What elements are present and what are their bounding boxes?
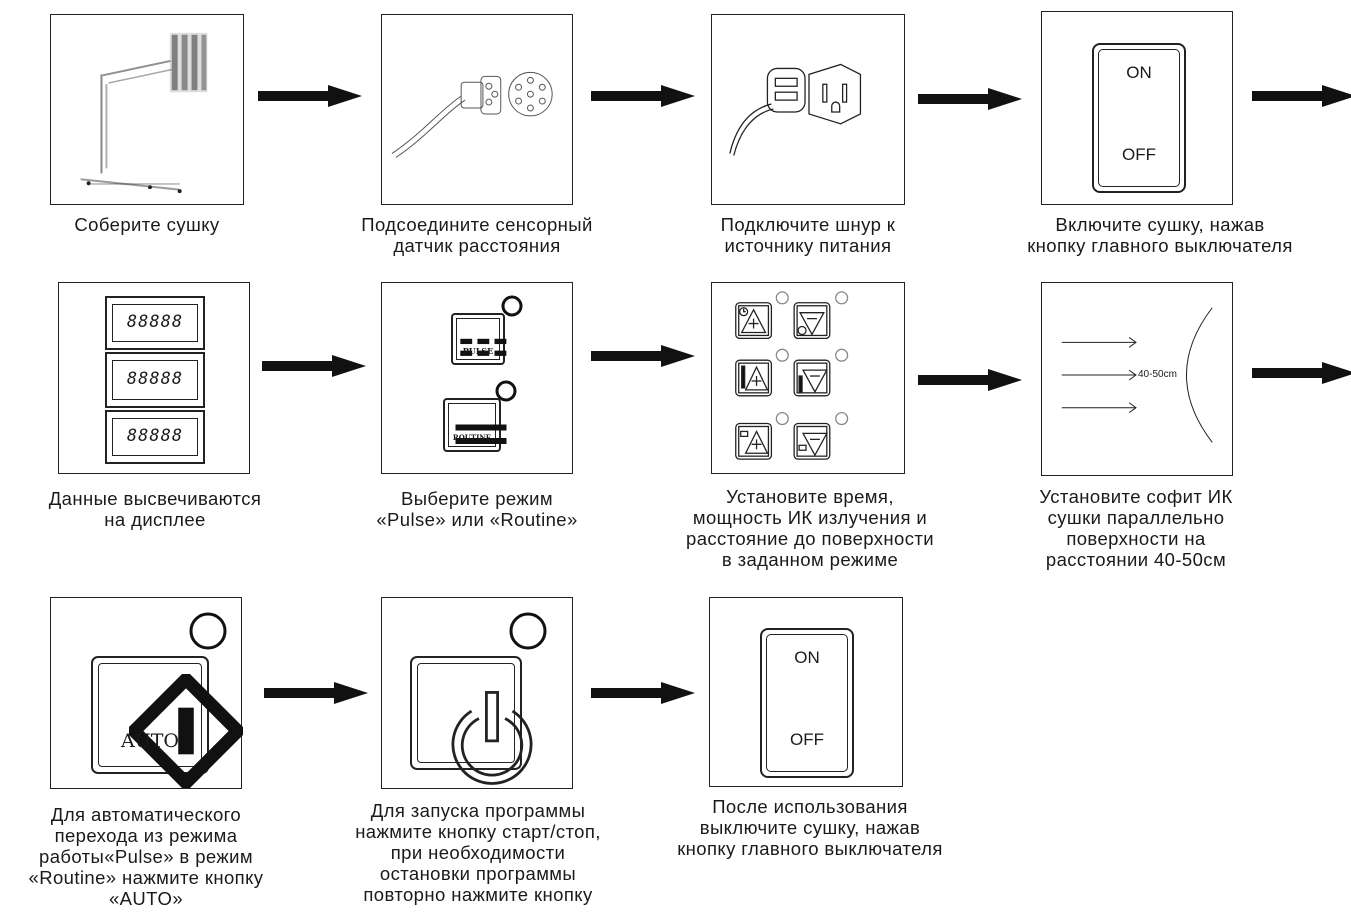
display-3-value: 88888 xyxy=(126,426,184,446)
step-2-caption: Подсоедините сенсорный датчик расстояния xyxy=(361,214,593,256)
step-11-caption: После использования выключите сушку, наж… xyxy=(677,796,943,859)
switch-off-label-2: OFF xyxy=(790,730,824,749)
routine-button-icon: ROUTINE xyxy=(443,398,507,452)
step-3-plug-image xyxy=(711,14,905,205)
step-7-caption: Установите время, мощность ИК излучения … xyxy=(686,486,934,570)
display-panel-icon: 88888 88888 88888 xyxy=(105,296,205,464)
step-10-start-image xyxy=(381,597,573,789)
step-11-switch-image: ON OFF xyxy=(709,597,903,787)
step-4-caption: Включите сушку, нажав кнопку главного вы… xyxy=(1027,214,1293,256)
auto-indicator-icon xyxy=(189,612,227,650)
step-6-mode-image: PULSE ROUTINE xyxy=(381,282,573,474)
step-3-caption: Подключите шнур к источнику питания xyxy=(720,214,896,256)
start-indicator-icon xyxy=(509,612,547,650)
arrow-5 xyxy=(262,355,366,377)
step-9-caption: Для автоматического перехода из режима р… xyxy=(28,804,264,909)
arrow-6 xyxy=(591,345,695,367)
pulse-indicator-icon xyxy=(501,295,523,317)
step-2-sensor-image xyxy=(381,14,573,205)
power-icon xyxy=(451,691,533,785)
step-1-caption: Соберите сушку xyxy=(74,214,220,235)
pulse-button-icon: PULSE xyxy=(451,313,507,365)
main-switch-icon: ON OFF xyxy=(1092,43,1186,193)
step-5-display-image: 88888 88888 88888 xyxy=(58,282,250,474)
step-10-caption: Для запуска программы нажмите кнопку ста… xyxy=(355,800,601,905)
distance-diagram xyxy=(1061,307,1213,443)
display-2-value: 88888 xyxy=(126,369,184,389)
arrow-2 xyxy=(591,85,695,107)
step-8-caption: Установите софит ИК сушки параллельно по… xyxy=(1039,486,1233,570)
settings-buttons-panel xyxy=(735,291,849,460)
step-7-settings-image xyxy=(711,282,905,474)
routine-label: ROUTINE xyxy=(452,433,492,442)
power-plug-icon xyxy=(729,63,862,156)
step-8-distance-image: 40-50cm xyxy=(1041,282,1233,476)
auto-label: AUTO xyxy=(121,730,179,752)
routine-indicator-icon xyxy=(495,380,517,402)
pulse-label: PULSE xyxy=(462,346,494,356)
arrow-3 xyxy=(918,88,1022,110)
sensor-connector-icon xyxy=(391,71,553,158)
main-switch-off-icon: ON OFF xyxy=(760,628,854,778)
switch-on-label-2: ON xyxy=(794,648,820,667)
step-6-caption: Выберите режим «Pulse» или «Routine» xyxy=(376,488,578,530)
arrow-7 xyxy=(918,369,1022,391)
arrow-8 xyxy=(1252,362,1351,384)
distance-label: 40-50cm xyxy=(1138,369,1177,380)
step-9-auto-image: AUTO xyxy=(50,597,243,789)
step-4-switch-image: ON OFF xyxy=(1041,11,1233,205)
arrow-4 xyxy=(1252,85,1351,107)
step-1-assemble-image xyxy=(50,14,244,205)
auto-button-icon: AUTO xyxy=(91,656,243,788)
dryer-stand-icon xyxy=(80,32,208,194)
start-stop-button-icon xyxy=(410,656,533,785)
display-1-value: 88888 xyxy=(126,312,184,332)
switch-off-label: OFF xyxy=(1122,145,1156,164)
switch-on-label: ON xyxy=(1126,63,1152,82)
arrow-10 xyxy=(591,682,695,704)
arrow-9 xyxy=(264,682,368,704)
step-5-caption: Данные высвечиваются на дисплее xyxy=(48,488,262,530)
arrow-1 xyxy=(258,85,362,107)
